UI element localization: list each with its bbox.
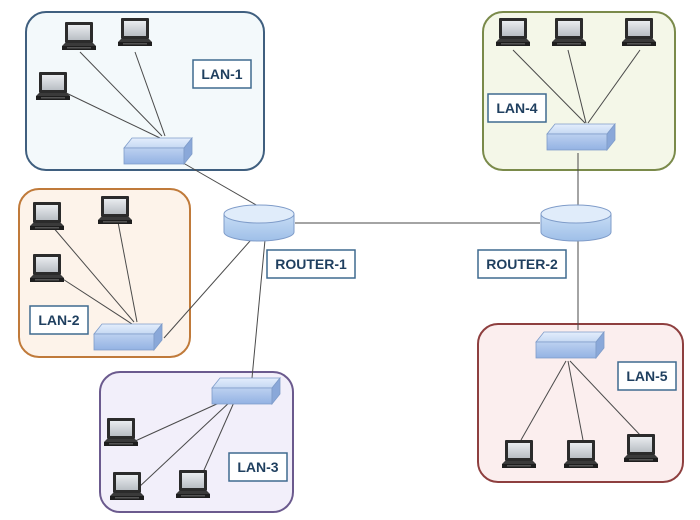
lan-5-label: LAN-5: [617, 361, 677, 391]
lan-3-label: LAN-3: [228, 452, 288, 482]
lan-3-pc-icon: [110, 472, 144, 500]
router-1-icon: [223, 204, 295, 242]
lan-3-pc-icon: [104, 418, 138, 446]
svg-text:LAN-2: LAN-2: [38, 312, 79, 328]
svg-text:ROUTER-1: ROUTER-1: [275, 256, 347, 272]
lan-2-links: [51, 221, 138, 325]
lan-4-box: [482, 11, 676, 171]
lan-3-pc-icon: [176, 470, 210, 498]
lan-1-switch-icon: [123, 137, 193, 165]
router-2-icon: [540, 204, 612, 242]
lan-2-label: LAN-2: [29, 305, 89, 335]
lan-1-links: [59, 51, 166, 139]
lan-2-pc-icon: [98, 196, 132, 224]
lan-2-pc-icon: [30, 202, 64, 230]
svg-text:LAN-1: LAN-1: [201, 66, 242, 82]
lan-4-switch-icon: [546, 123, 616, 151]
svg-text:LAN-4: LAN-4: [496, 100, 537, 116]
svg-text:LAN-3: LAN-3: [237, 459, 278, 475]
lan-4-pc-icon: [496, 18, 530, 46]
lan-1-pc-icon: [62, 22, 96, 50]
svg-text:ROUTER-2: ROUTER-2: [486, 256, 558, 272]
lan-4-label: LAN-4: [487, 93, 547, 123]
lan-4-links: [512, 49, 641, 124]
router-2-label: ROUTER-2: [477, 249, 567, 279]
svg-text:LAN-5: LAN-5: [626, 368, 667, 384]
lan-5-pc-icon: [564, 440, 598, 468]
lan-1-pc-icon: [118, 18, 152, 46]
lan-5-links: [520, 360, 642, 441]
lan-2-switch-icon: [93, 323, 163, 351]
router-1-label: ROUTER-1: [266, 249, 356, 279]
lan-5-switch-icon: [535, 331, 605, 359]
lan-3-switch-icon: [211, 377, 281, 405]
lan-2-pc-icon: [30, 254, 64, 282]
lan-1-box: [25, 11, 265, 171]
lan-4-pc-icon: [552, 18, 586, 46]
lan-1-pc-icon: [36, 72, 70, 100]
lan-5-pc-icon: [624, 434, 658, 462]
lan-5-pc-icon: [502, 440, 536, 468]
lan-1-label: LAN-1: [192, 59, 252, 89]
lan-4-pc-icon: [622, 18, 656, 46]
backbone-links: [163, 153, 579, 379]
